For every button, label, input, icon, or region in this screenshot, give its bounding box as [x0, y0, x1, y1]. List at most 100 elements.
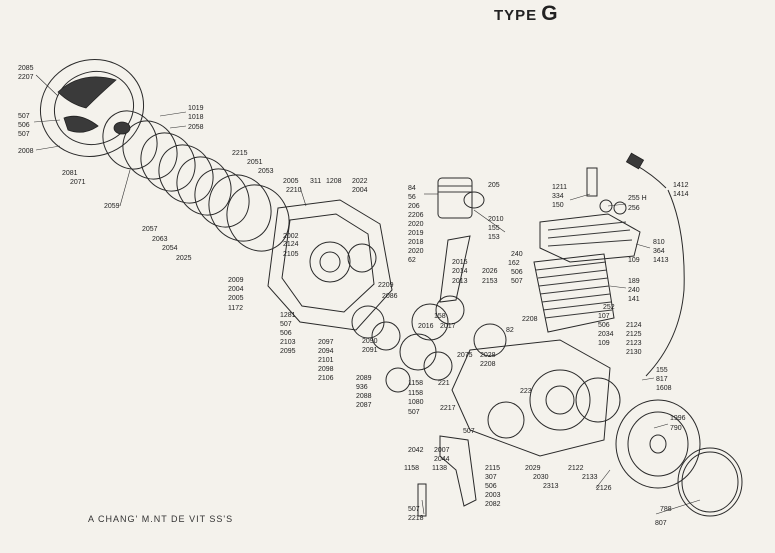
title-letter: G	[541, 2, 558, 25]
part-number-label: 1208	[326, 178, 342, 185]
part-number-label: 2124	[283, 241, 299, 248]
part-number-label: 206	[408, 203, 420, 210]
part-number-label: 2085	[18, 65, 34, 72]
part-number-label: 2106	[318, 375, 334, 382]
part-number-label: 1172	[228, 305, 243, 312]
part-number-label: 2122	[568, 465, 584, 472]
part-number-label: 223	[520, 388, 532, 395]
part-number-label: 2313	[543, 483, 559, 490]
part-number-label: 307	[485, 474, 497, 481]
part-number-label: 162	[508, 260, 520, 267]
part-number-label: 2095	[280, 348, 296, 355]
part-number-label: 1413	[653, 257, 669, 264]
part-number-label: 507	[18, 113, 30, 120]
part-number-label: 2206	[408, 212, 424, 219]
clutch-disc-stack	[102, 110, 290, 252]
part-number-label: 2094	[318, 348, 334, 355]
part-number-label: 240	[511, 251, 523, 258]
piston-assembly	[411, 177, 507, 357]
part-number-label: 56	[408, 194, 416, 201]
part-number-label: 2125	[626, 331, 642, 338]
part-number-label: 153	[488, 234, 500, 241]
part-number-label: 2091	[362, 347, 378, 354]
part-number-label: 2020	[408, 248, 424, 255]
part-number-label: 506	[18, 122, 30, 129]
part-number-label: 2097	[318, 339, 334, 346]
part-number-label: 2081	[62, 170, 78, 177]
part-number-label: 2004	[228, 286, 244, 293]
part-number-label: 205	[488, 182, 500, 189]
part-number-label: 189	[628, 278, 640, 285]
part-number-label: 1158	[408, 380, 423, 387]
part-number-label: 2002	[283, 233, 299, 240]
part-number-label: 2005	[228, 295, 244, 302]
part-number-label: 2126	[596, 485, 612, 492]
part-number-label: 1414	[673, 191, 689, 198]
part-number-label: 364	[653, 248, 665, 255]
part-number-label: 109	[628, 257, 640, 264]
gear-cluster	[351, 305, 453, 393]
part-number-label: 507	[280, 321, 292, 328]
part-number-label: 256	[628, 205, 640, 212]
part-number-label: 2026	[482, 268, 498, 275]
part-number-label: 2101	[318, 357, 334, 364]
part-number-label: 240	[628, 287, 640, 294]
part-number-label: 2103	[280, 339, 296, 346]
part-number-label: 1018	[188, 114, 204, 121]
part-number-label: 2105	[283, 251, 299, 258]
part-number-label: 2086	[382, 293, 398, 300]
part-number-label: 2088	[356, 393, 372, 400]
part-number-label: 2059	[104, 203, 120, 210]
part-number-label: 1138	[432, 465, 447, 472]
part-number-label: 155	[656, 367, 668, 374]
part-number-label: 2207	[18, 74, 34, 81]
part-number-label: 155	[488, 225, 500, 232]
part-number-label: 1019	[188, 105, 204, 112]
title-prefix: TYPE	[494, 7, 538, 24]
part-number-label: 2209	[378, 282, 394, 289]
part-number-label: 817	[656, 376, 668, 383]
part-number-label: 1211	[552, 184, 567, 191]
part-number-label: 2025	[176, 255, 192, 262]
part-number-label: 2009	[228, 277, 244, 284]
part-number-label: 1996	[670, 415, 686, 422]
part-number-label: 1412	[673, 182, 689, 189]
part-number-label: 311	[310, 178, 321, 185]
part-number-label: 2044	[434, 456, 450, 463]
part-number-label: 2053	[258, 168, 274, 175]
part-number-label: 2030	[533, 474, 549, 481]
part-number-label: 2017	[440, 323, 456, 330]
part-number-label: 2007	[434, 447, 450, 454]
part-number-label: 2005	[283, 178, 299, 185]
part-number-label: 2090	[362, 338, 378, 345]
part-number-label: 507	[408, 506, 420, 513]
part-number-labels: 2085220750750650720082081207110191018205…	[18, 65, 689, 527]
cylinder-head	[539, 167, 641, 263]
part-number-label: 2082	[485, 501, 501, 508]
part-number-label: 2098	[318, 366, 334, 373]
part-number-label: 2130	[626, 349, 642, 356]
part-number-label: 2063	[152, 236, 168, 243]
part-number-label: 334	[552, 193, 564, 200]
part-number-label: 252	[603, 304, 615, 311]
part-number-label: 150	[552, 202, 564, 209]
part-number-label: 2013	[452, 278, 468, 285]
cylinder-barrel	[533, 253, 615, 333]
part-number-label: 507	[511, 278, 523, 285]
part-number-label: 1608	[656, 385, 672, 392]
part-number-label: 2124	[626, 322, 642, 329]
part-number-label: 506	[598, 322, 610, 329]
part-number-label: 2208	[480, 361, 496, 368]
crankcase-right	[451, 339, 621, 457]
part-number-label: 2018	[408, 239, 424, 246]
part-number-label: 2054	[162, 245, 178, 252]
crankcase-left	[267, 199, 393, 331]
part-number-label: 109	[598, 340, 610, 347]
part-number-label: 84	[408, 185, 416, 192]
part-number-label: 2215	[232, 150, 248, 157]
part-number-label: 2208	[522, 316, 538, 323]
leader-lines	[33, 74, 701, 515]
part-number-label: 2089	[356, 375, 372, 382]
part-number-label: 2123	[626, 340, 642, 347]
